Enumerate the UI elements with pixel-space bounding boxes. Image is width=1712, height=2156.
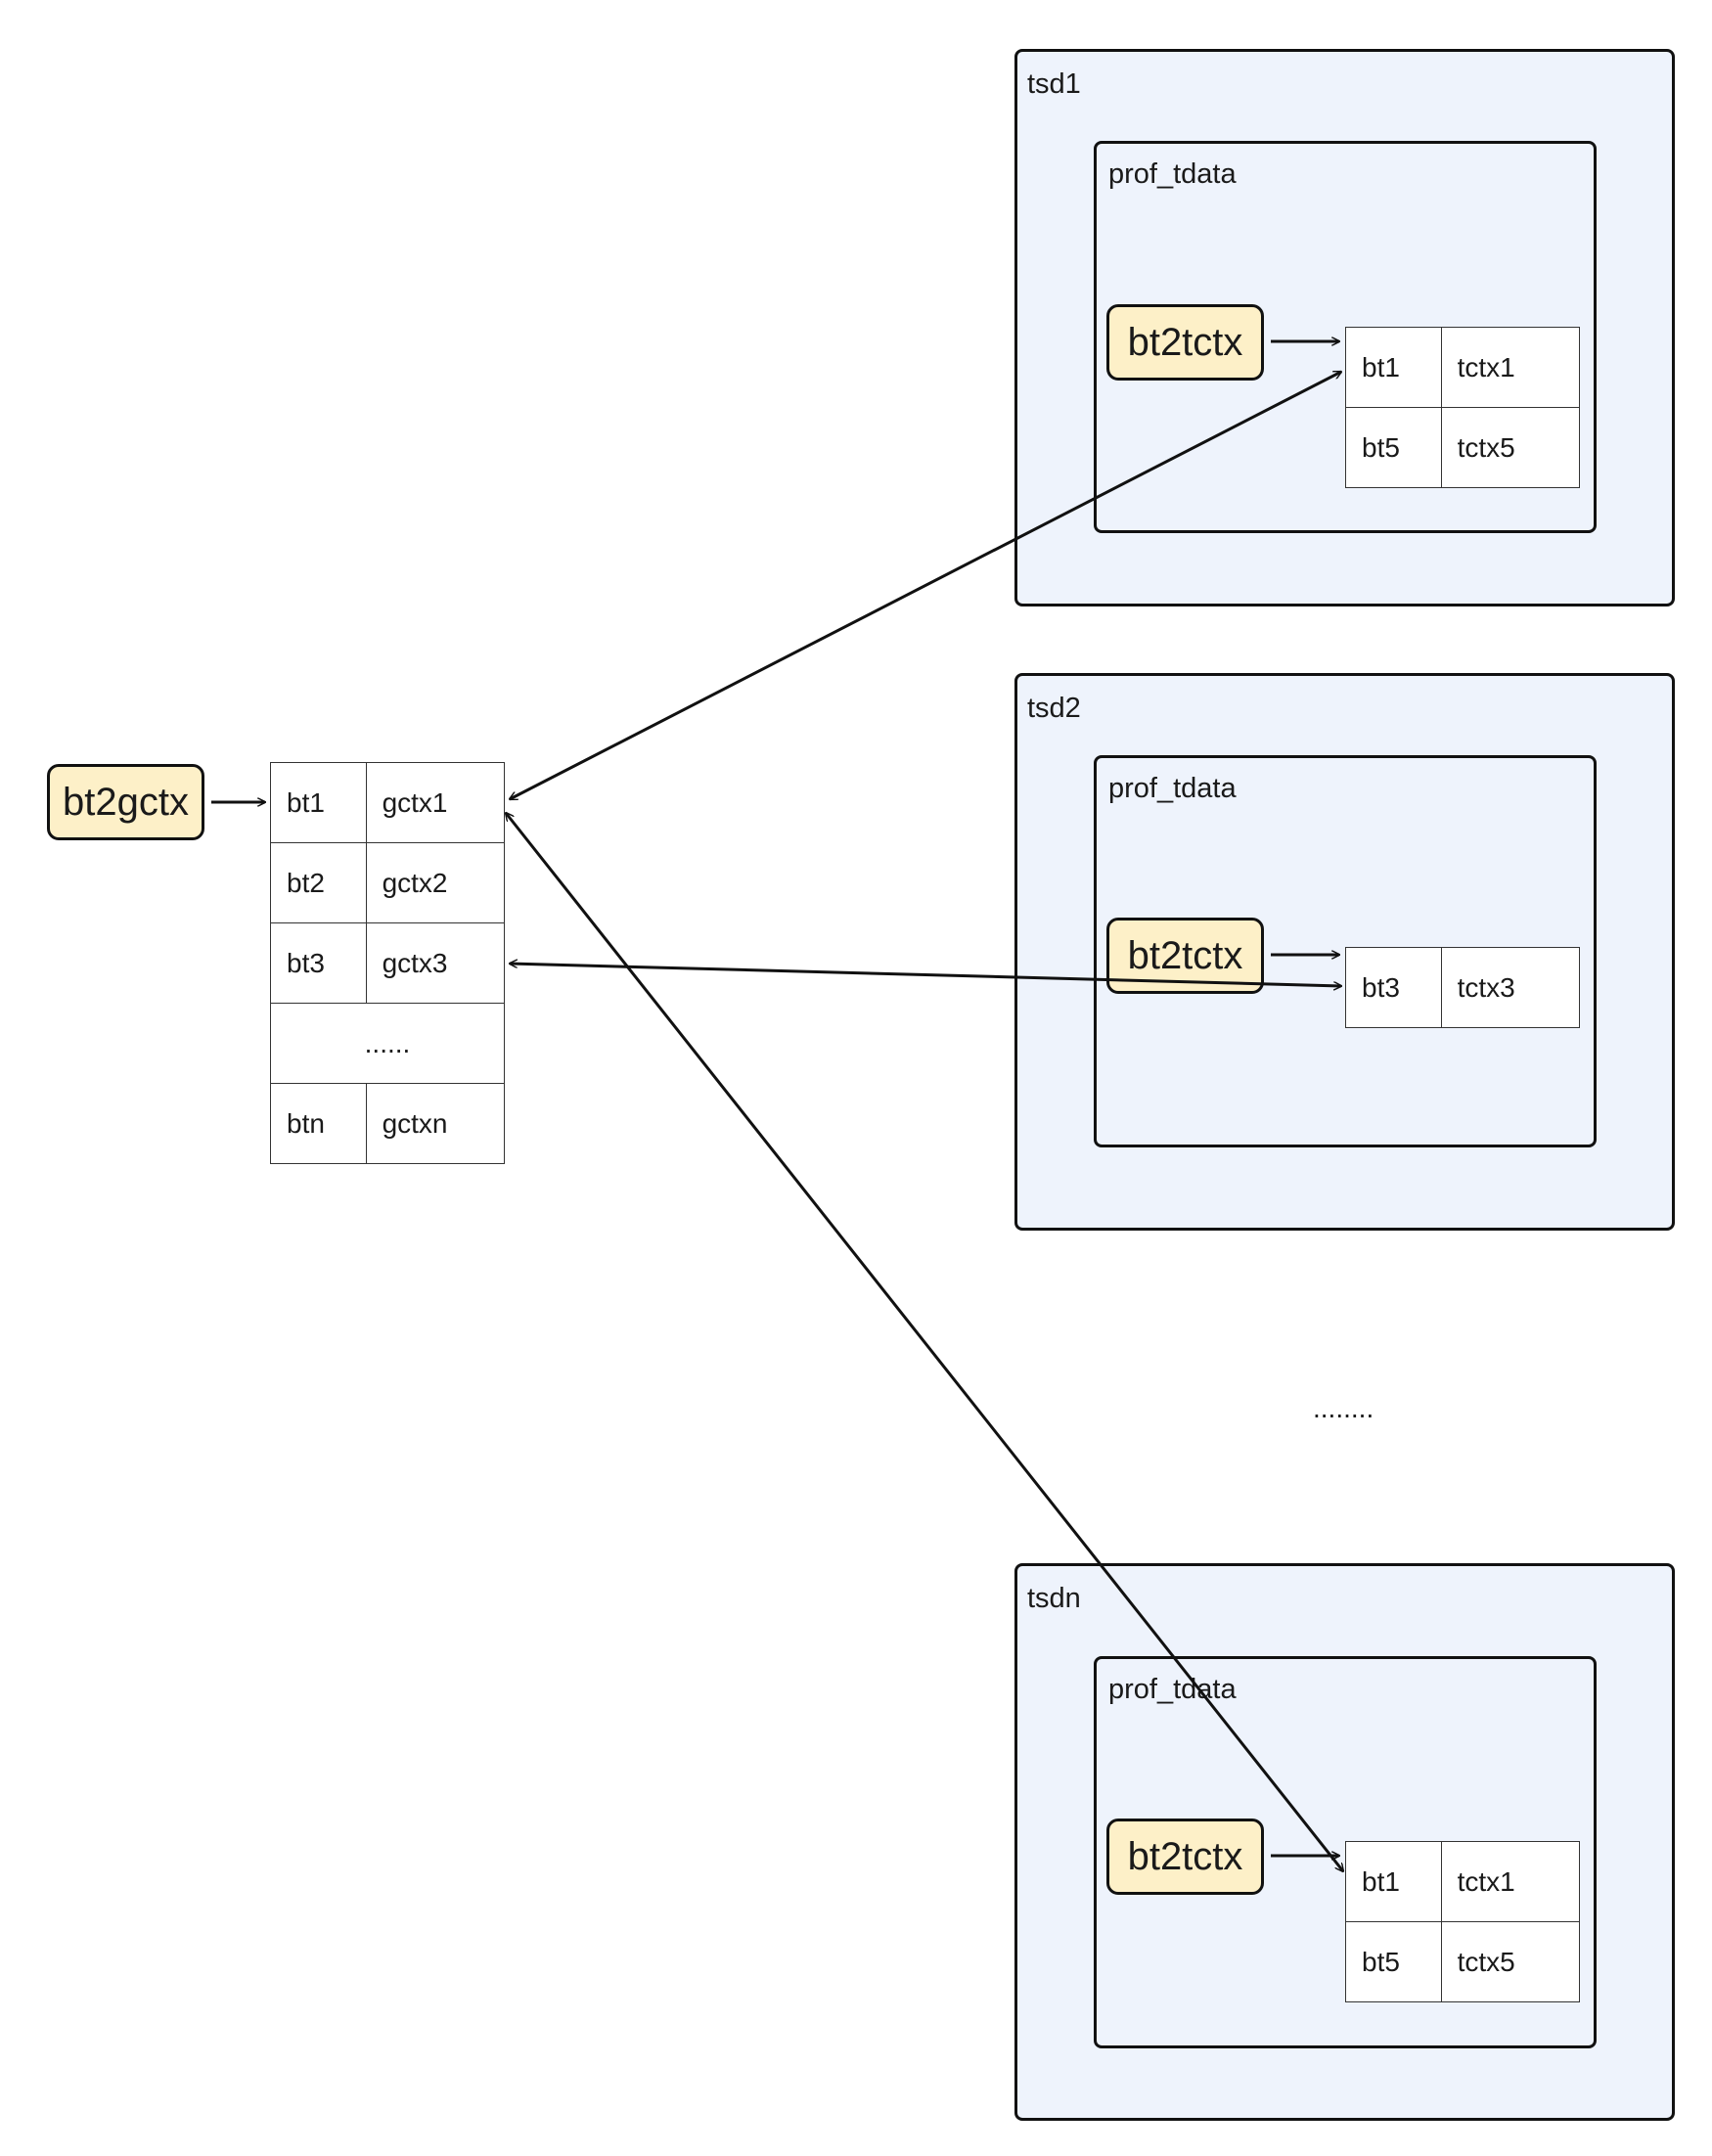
table-row: bt2 gctx2: [270, 842, 506, 923]
table-cell: gctx3: [365, 922, 506, 1004]
prof-tdata-container: prof_tdata: [1094, 141, 1597, 533]
table-cell: bt5: [1345, 407, 1442, 488]
table-cell: bt2: [270, 842, 367, 923]
table-cell: bt5: [1345, 1921, 1442, 2002]
thread-ctx-table: bt3 tctx3: [1345, 947, 1581, 1028]
tsd-label: tsdn: [1027, 1583, 1081, 1614]
tsd-label: tsd2: [1027, 693, 1081, 724]
table-cell: bt3: [270, 922, 367, 1004]
bt2gctx-label: bt2gctx: [63, 780, 189, 824]
bt2tctx-box: bt2tctx: [1106, 918, 1264, 994]
table-cell: bt1: [1345, 1841, 1442, 1922]
table-row: bt3 tctx3: [1345, 947, 1581, 1028]
table-cell: tctx5: [1440, 1921, 1581, 2002]
prof-tdata-label: prof_tdata: [1108, 158, 1237, 190]
table-row: bt5 tctx5: [1345, 1921, 1581, 2002]
bt2tctx-box: bt2tctx: [1106, 1819, 1264, 1895]
bt2tctx-label: bt2tctx: [1127, 933, 1243, 977]
table-cell: gctxn: [365, 1083, 506, 1164]
table-cell: bt1: [270, 762, 367, 843]
bt2tctx-box: bt2tctx: [1106, 304, 1264, 381]
prof-tdata-label: prof_tdata: [1108, 1674, 1237, 1705]
table-cell: gctx2: [365, 842, 506, 923]
tsd-label: tsd1: [1027, 68, 1081, 100]
thread-ctx-table: bt1 tctx1 bt5 tctx5: [1345, 1841, 1581, 2002]
tsd-gap-ellipsis: ........: [1313, 1393, 1374, 1423]
thread-ctx-table: bt1 tctx1 bt5 tctx5: [1345, 327, 1581, 488]
table-cell: bt3: [1345, 947, 1442, 1028]
table-row: ......: [270, 1003, 505, 1084]
global-ctx-table: bt1 gctx1 bt2 gctx2 bt3 gctx3 ...... btn…: [270, 762, 506, 1164]
table-ellipsis: ......: [270, 1003, 505, 1084]
table-cell: tctx3: [1440, 947, 1581, 1028]
table-row: btn gctxn: [270, 1083, 506, 1164]
table-row: bt1 tctx1: [1345, 327, 1581, 408]
prof-tdata-label: prof_tdata: [1108, 773, 1237, 804]
table-cell: tctx5: [1440, 407, 1581, 488]
table-cell: btn: [270, 1083, 367, 1164]
table-cell: tctx1: [1440, 1841, 1581, 1922]
table-cell: gctx1: [365, 762, 506, 843]
bt2tctx-label: bt2tctx: [1127, 320, 1243, 364]
table-cell: bt1: [1345, 327, 1442, 408]
bt2tctx-label: bt2tctx: [1127, 1834, 1243, 1878]
table-row: bt1 tctx1: [1345, 1841, 1581, 1922]
table-row: bt3 gctx3: [270, 922, 506, 1004]
bt2gctx-box: bt2gctx: [47, 764, 204, 840]
table-row: bt5 tctx5: [1345, 407, 1581, 488]
table-row: bt1 gctx1: [270, 762, 506, 843]
table-cell: tctx1: [1440, 327, 1581, 408]
